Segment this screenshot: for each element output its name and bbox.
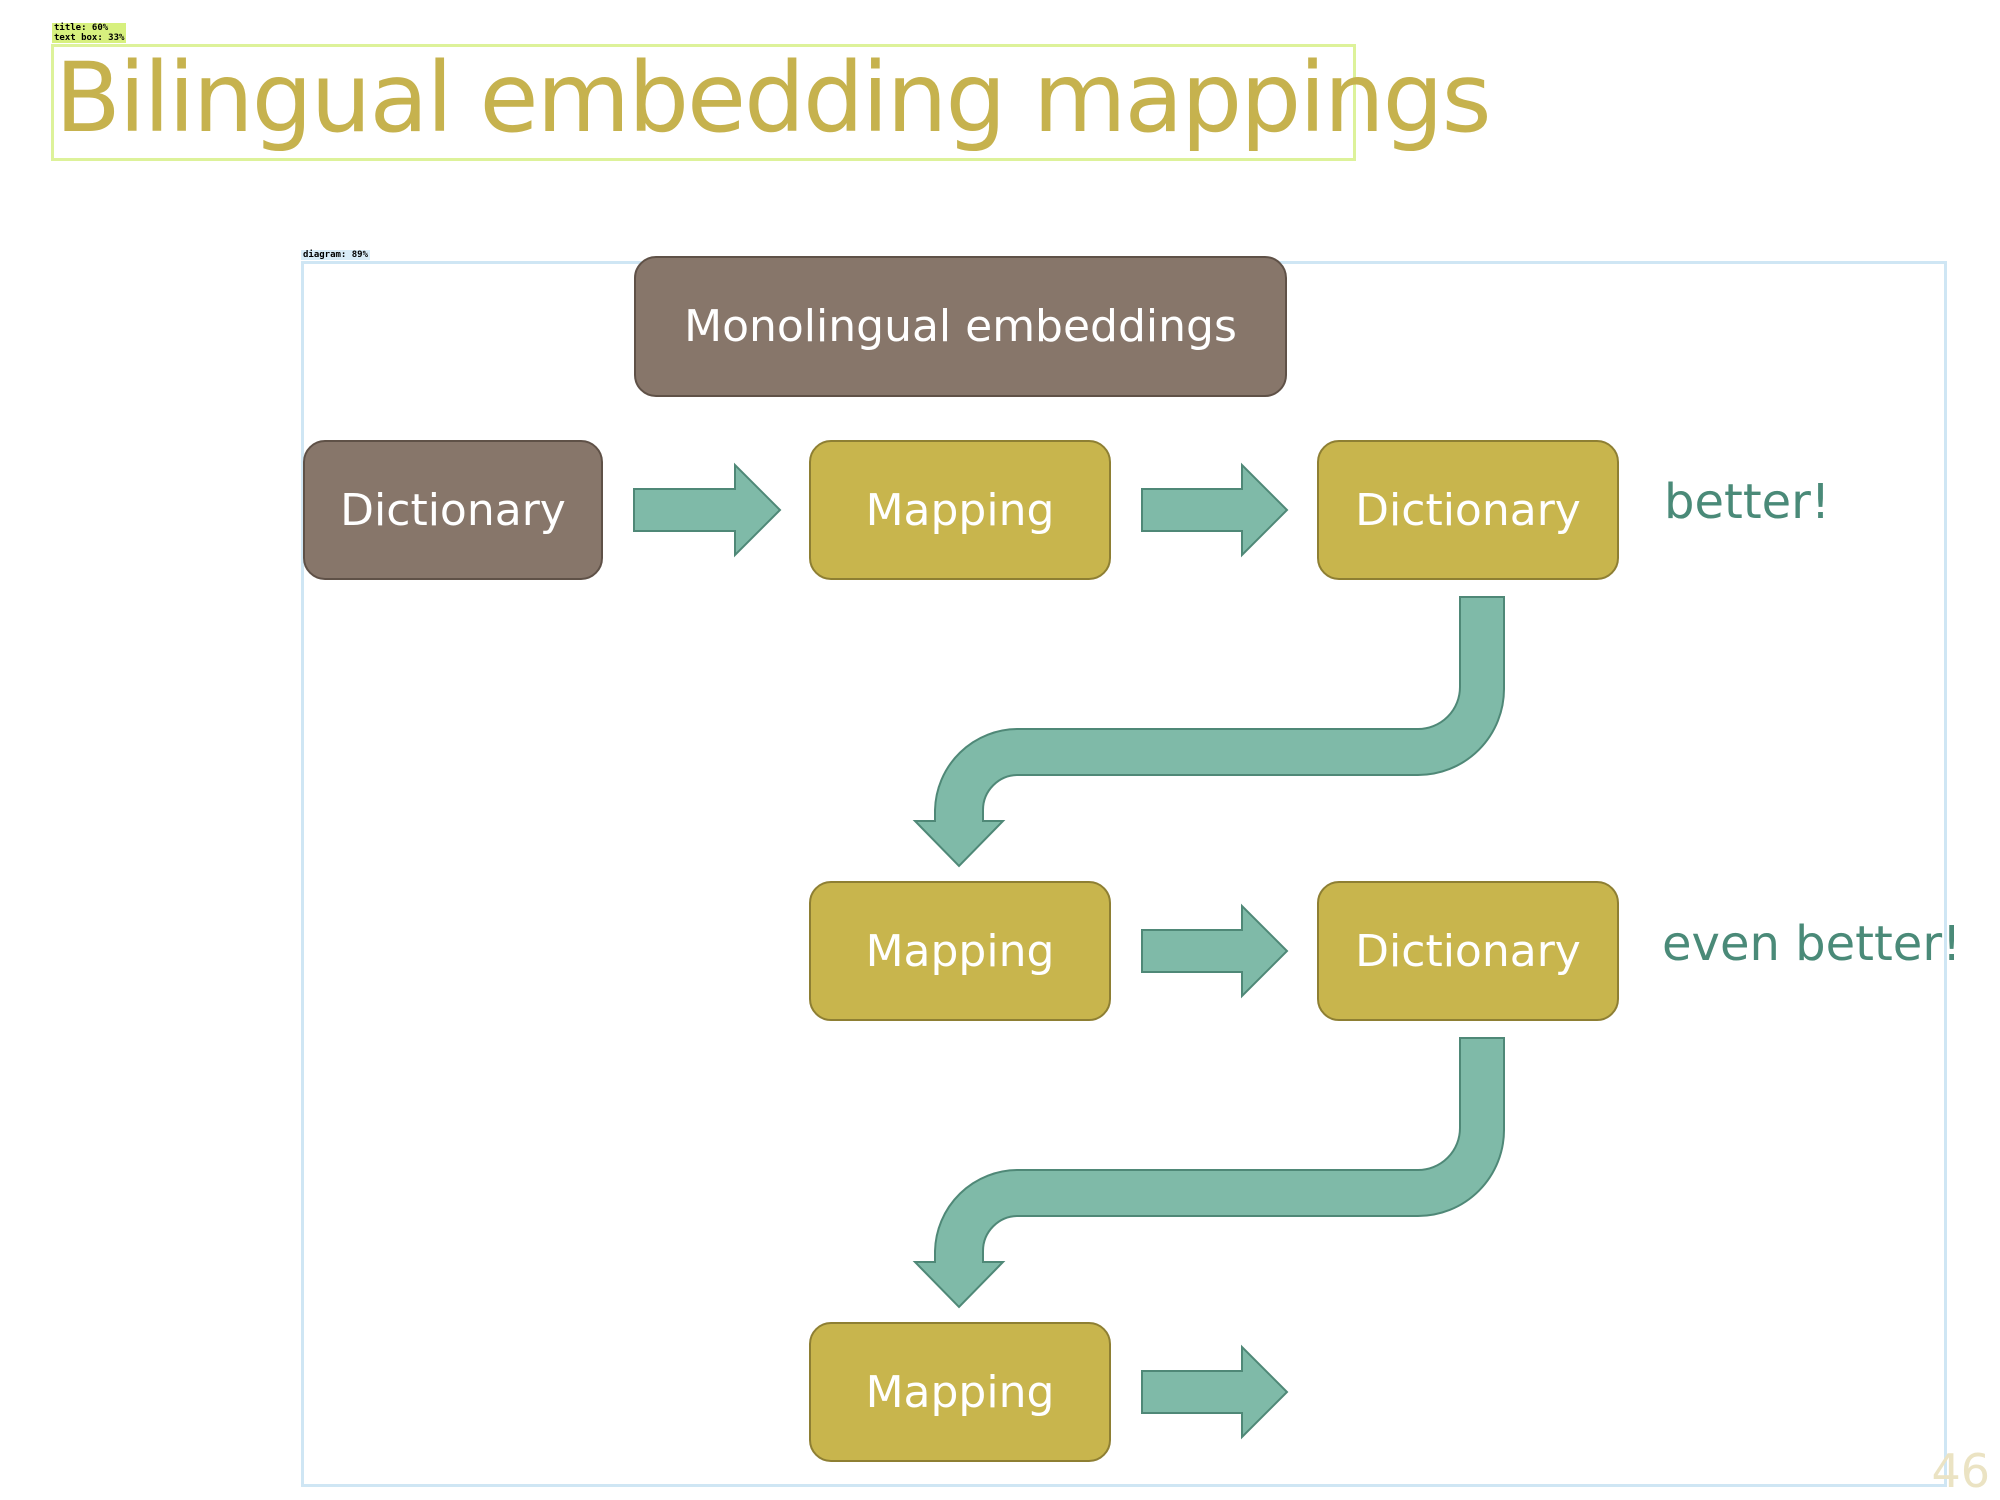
detection-box-title (51, 44, 1356, 161)
mapping-box-2: Mapping (809, 881, 1111, 1021)
detection-label-title-text: title: 60% (54, 23, 109, 33)
arrow-dictionary-2-to-mapping-3 (912, 1037, 1505, 1309)
monolingual-embeddings-box: Monolingual embeddings (634, 256, 1287, 397)
dictionary-box-2: Dictionary (1317, 881, 1619, 1021)
detection-label-textbox-text: text box: 33% (54, 33, 125, 43)
detection-label-diagram: diagram: 89% (301, 250, 371, 260)
mapping-box-1: Mapping (809, 440, 1111, 580)
seed-dictionary-box: Dictionary (303, 440, 603, 580)
arrow-mapping-3-output (1141, 1344, 1289, 1440)
dictionary-box-1: Dictionary (1317, 440, 1619, 580)
arrow-dictionary-to-mapping-1 (633, 462, 782, 558)
arrow-mapping-2-to-dictionary-2 (1141, 903, 1289, 999)
remark-better: better! (1664, 474, 1831, 530)
arrow-mapping-1-to-dictionary-1 (1141, 462, 1289, 558)
arrow-dictionary-1-to-mapping-2 (912, 596, 1505, 868)
mapping-box-3: Mapping (809, 1322, 1111, 1462)
page-number: 46 (1931, 1444, 1990, 1498)
remark-even-better: even better! (1662, 916, 1962, 972)
slide-title: Bilingual embedding mappings (55, 42, 1492, 154)
detection-label-title: title: 60% text box: 33% (52, 23, 127, 43)
